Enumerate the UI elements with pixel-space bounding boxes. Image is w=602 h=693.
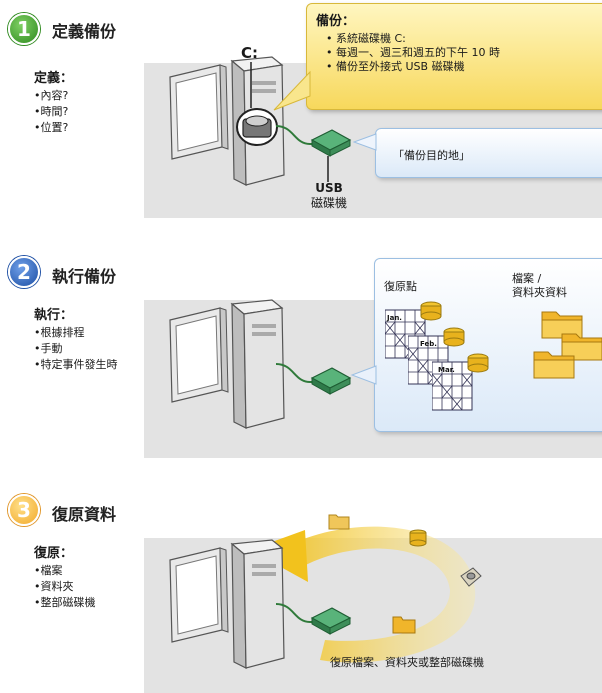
step-3-label-item: •資料夾 xyxy=(34,580,74,593)
step-3-title: 復原資料 xyxy=(52,505,117,524)
backup-settings-callout xyxy=(306,3,602,110)
computer-illustration xyxy=(169,56,285,186)
backup-callout-item: • 系統磁碟機 C: xyxy=(326,32,406,45)
folder-icon xyxy=(533,351,575,379)
folder-icon xyxy=(328,514,350,530)
backup-callout-item: • 每週一、週三和週五的下午 10 時 xyxy=(326,46,500,59)
step-3-label-item: •整部磁碟機 xyxy=(34,596,96,609)
month-label-mar: Mar. xyxy=(438,366,455,374)
destination-callout-tail xyxy=(352,133,377,151)
step-3-number-badge: 3 xyxy=(8,494,40,526)
step-2-label-item: •手動 xyxy=(34,342,63,355)
restore-caption: 復原檔案、資料夾或整部磁碟機 xyxy=(330,656,484,669)
backup-callout-content: 備份： • 系統磁碟機 C: • 每週一、週三和週五的下午 10 時 • 備份至… xyxy=(316,10,500,74)
step-1-label-box: 定義： •內容? •時間? •位置? xyxy=(30,63,144,218)
files-folders-label-line1: 檔案 / xyxy=(512,272,542,285)
usb-cable xyxy=(275,603,326,623)
files-folders-label: 檔案 / 資料夾資料 xyxy=(512,272,567,300)
step-2-label-item: •根據排程 xyxy=(34,326,85,339)
backup-callout-title: 備份： xyxy=(316,14,356,29)
hard-disk-icon xyxy=(460,567,482,587)
step-3-label-heading: 復原： xyxy=(34,546,74,561)
hard-disk-icon xyxy=(236,108,278,146)
database-icon xyxy=(409,529,427,547)
destination-callout xyxy=(375,128,602,178)
step-2-label-item: •特定事件發生時 xyxy=(34,358,118,371)
drive-letter-pointer xyxy=(250,62,252,108)
usb-drive-icon xyxy=(310,607,352,635)
usb-drive-label-line1: USB xyxy=(315,181,343,195)
files-folders-label-line2: 資料夾資料 xyxy=(512,286,567,299)
backup-callout-tail xyxy=(273,70,311,111)
computer-illustration xyxy=(169,539,285,669)
drive-letter-label: C: xyxy=(241,44,259,62)
usb-drive-label: USB 磁碟機 xyxy=(304,181,354,211)
step-1-label-heading: 定義： xyxy=(34,71,74,86)
usb-cable xyxy=(275,363,326,383)
restore-point-mar: Mar. xyxy=(432,353,489,411)
step-1-label-item: •時間? xyxy=(34,105,69,118)
step-3-label-item: •檔案 xyxy=(34,564,63,577)
month-label-jan: Jan. xyxy=(386,314,402,322)
step-2-label-heading: 執行： xyxy=(34,308,74,323)
step-3-label-box: 復原： •檔案 •資料夾 •整部磁碟機 xyxy=(30,538,144,693)
backup-callout-item: • 備份至外接式 USB 磁碟機 xyxy=(326,60,465,73)
step-1-label-item: •位置? xyxy=(34,121,69,134)
month-label-feb: Feb. xyxy=(420,340,437,348)
usb-cable xyxy=(275,125,326,145)
restore-points-label: 復原點 xyxy=(384,280,417,293)
step-2-label-box: 執行： •根據排程 •手動 •特定事件發生時 xyxy=(30,300,144,458)
step-1-label-item: •內容? xyxy=(34,89,69,102)
usb-drive-icon xyxy=(310,367,352,395)
destination-label: 「備份目的地」 xyxy=(393,149,470,162)
folder-icon xyxy=(392,616,416,634)
step-1-number-badge: 1 xyxy=(8,13,40,45)
step-2-number-badge: 2 xyxy=(8,256,40,288)
restore-point-feb: Feb. xyxy=(408,327,465,385)
usb-drive-label-line2: 磁碟機 xyxy=(310,196,347,210)
backup-panel-tail xyxy=(350,365,377,385)
usb-drive-icon xyxy=(310,129,352,157)
step-1-title: 定義備份 xyxy=(52,22,117,41)
usb-label-pointer xyxy=(327,156,329,182)
computer-illustration xyxy=(169,299,285,429)
step-2-title: 執行備份 xyxy=(52,267,117,286)
